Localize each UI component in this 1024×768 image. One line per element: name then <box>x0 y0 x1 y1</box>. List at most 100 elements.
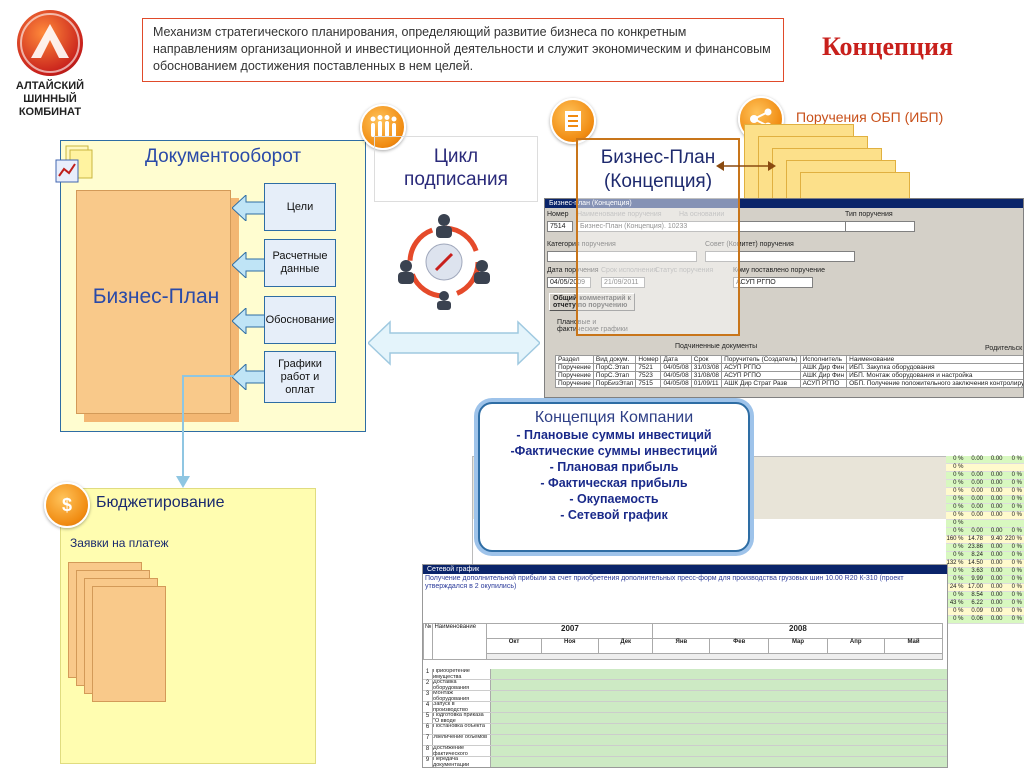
investment-cell: 0.00 <box>990 608 1003 614</box>
investment-cell: 0 % <box>953 616 964 622</box>
form-parents-label: Родительск <box>985 345 1023 352</box>
month-header: Фев <box>709 638 770 654</box>
tag-calc-data[interactable]: Расчетные данные <box>264 239 336 287</box>
task-name: Приобретение имущества <box>433 669 491 679</box>
table-cell: АСУП РГПО <box>799 379 848 388</box>
form-council-label: Совет (Комитет) поручения <box>705 241 794 248</box>
investment-cell: 9.40 <box>990 536 1003 542</box>
column-header: Вид докум. <box>592 355 637 364</box>
task-number: 5 <box>423 713 433 723</box>
investment-cell: 0 % <box>1011 472 1022 478</box>
investment-cell: 0 % <box>1011 480 1022 486</box>
table-cell: 7521 <box>635 363 662 372</box>
arrow-down-icon <box>176 376 190 488</box>
investment-cell: 0.00 <box>990 480 1003 486</box>
column-header: Дата <box>660 355 692 364</box>
table-cell: 04/05/08 <box>660 379 692 388</box>
page-title: Концепция <box>822 32 954 61</box>
investment-cell: 0.00 <box>990 456 1003 462</box>
investment-cell: 0 % <box>1011 608 1022 614</box>
task-name: Монтаж оборудования <box>433 691 491 701</box>
task-name: Достижение фактического <box>433 746 491 756</box>
investment-cell: 0.00 <box>990 472 1003 478</box>
month-header: Ноя <box>540 638 599 654</box>
investment-cell <box>966 520 986 527</box>
column-header: Номер <box>635 355 662 364</box>
column-header: Исполнитель <box>799 355 848 364</box>
table-header-row: Раздел Вид докум. Номер Дата Срок Поручи… <box>555 355 1023 364</box>
task-timeline <box>491 713 947 723</box>
table-cell: ИБП. Монтаж оборудования и настройка <box>846 371 1023 380</box>
investment-cell: 0 % <box>1011 560 1022 566</box>
investment-cell: 0.00 <box>971 496 983 502</box>
table-cell: ИБП. Закупка оборудования <box>846 363 1023 372</box>
tag-goals[interactable]: Цели <box>264 183 336 231</box>
column-header: № <box>423 623 434 660</box>
form-assigner-field[interactable]: АСУП РГПО <box>733 277 813 288</box>
tag-schedules[interactable]: Графики работ и оплат <box>264 351 336 403</box>
investment-cell: 0.00 <box>971 480 983 486</box>
investment-cell: 17.00 <box>967 584 983 590</box>
investment-cell: 14.50 <box>967 560 983 566</box>
task-timeline <box>491 691 947 701</box>
task-name: Доставка оборудования <box>433 680 491 690</box>
payment-requests-label: Заявки на платеж <box>70 536 169 550</box>
investment-cell: 0.00 <box>971 456 983 462</box>
investment-cell: 0 % <box>953 552 964 558</box>
investment-cell: 160 % <box>946 536 964 542</box>
arrow-left-icon <box>232 364 266 390</box>
column-header: Наименование <box>432 623 488 660</box>
investment-cell: 0.09 <box>971 608 983 614</box>
investment-cell: 0 % <box>953 520 964 526</box>
business-plan-label: Бизнес-План <box>92 285 220 308</box>
investment-cell: 0.00 <box>971 528 983 534</box>
form-assigner-label: Кому поставлено поручение <box>733 267 825 274</box>
table-cell: Поручение <box>555 379 594 388</box>
investment-cell: 0.00 <box>990 496 1003 502</box>
connector-line <box>182 375 234 377</box>
investment-cell: 0.00 <box>971 488 983 494</box>
tag-justification[interactable]: Обоснование <box>264 296 336 344</box>
form-sub-docs-label: Подчиненные документы <box>675 343 758 350</box>
investment-cell: 0.00 <box>990 576 1003 582</box>
investment-cell: 0 % <box>1011 456 1022 462</box>
form-type-field[interactable] <box>845 221 915 232</box>
doc-flow-icon <box>52 142 98 188</box>
investment-cell: 0.00 <box>990 560 1003 566</box>
investment-cell: 0 % <box>953 464 964 470</box>
table-cell: 7523 <box>635 371 662 380</box>
investment-cell: 0.00 <box>990 528 1003 534</box>
month-header: Апр <box>826 638 885 654</box>
investment-cell: 0.00 <box>990 592 1003 598</box>
investment-row: 0 % <box>946 520 1024 528</box>
investment-cell: 6.22 <box>971 600 983 606</box>
investment-cell: 0 % <box>1011 600 1022 606</box>
concept-item: - Плановая прибыль <box>549 460 679 474</box>
table-cell: 31/08/08 <box>690 371 723 380</box>
investment-cell: 0 % <box>953 528 964 534</box>
form-number-field[interactable]: 7514 <box>547 221 573 232</box>
table-cell: 04/05/08 <box>660 371 692 380</box>
investment-cell: 0 % <box>953 608 964 614</box>
investment-cell: 0 % <box>953 472 964 478</box>
company-concept-box: Концепция Компании - Плановые суммы инве… <box>478 402 750 552</box>
table-cell: ПорБизЭтап <box>592 379 637 388</box>
